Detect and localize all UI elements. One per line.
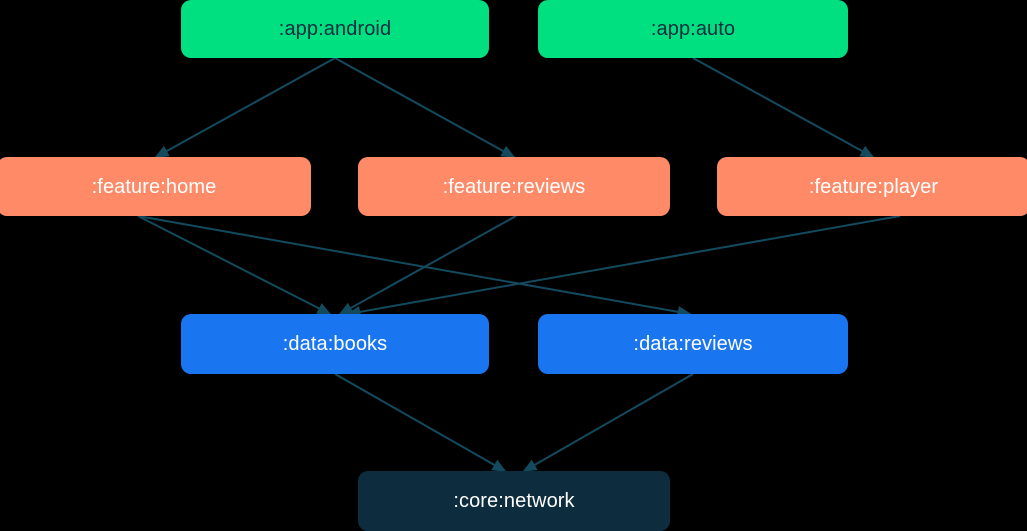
edge-feature-home-to-data-reviews xyxy=(137,215,692,318)
node-label-app-android: :app:android xyxy=(278,18,392,40)
node-feature-reviews[interactable]: :feature:reviews xyxy=(358,157,670,216)
node-app-auto[interactable]: :app:auto xyxy=(538,0,848,58)
node-data-books[interactable]: :data:books xyxy=(181,314,489,374)
node-label-feature-reviews: :feature:reviews xyxy=(442,175,586,198)
node-label-core-network: :core:network xyxy=(453,490,575,512)
edge-app-android-to-feature-reviews xyxy=(334,57,516,158)
edge-feature-player-to-data-books xyxy=(346,215,901,318)
edge-group xyxy=(137,57,901,472)
node-label-feature-home: :feature:home xyxy=(91,175,217,198)
edge-data-reviews-to-core-network xyxy=(522,373,694,472)
node-feature-home[interactable]: :feature:home xyxy=(0,157,311,216)
node-feature-player[interactable]: :feature:player xyxy=(717,157,1027,216)
edge-feature-home-to-data-books xyxy=(137,215,332,315)
edge-app-auto-to-feature-player xyxy=(692,57,875,158)
node-data-reviews[interactable]: :data:reviews xyxy=(538,314,848,374)
edge-data-books-to-core-network xyxy=(334,373,507,472)
node-app-android[interactable]: :app:android xyxy=(181,0,489,58)
node-label-feature-player: :feature:player xyxy=(808,175,939,198)
edge-feature-reviews-to-data-books xyxy=(338,215,517,315)
node-label-app-auto: :app:auto xyxy=(650,18,736,40)
node-label-data-books: :data:books xyxy=(282,333,388,355)
node-core-network[interactable]: :core:network xyxy=(358,471,670,531)
edge-app-android-to-feature-home xyxy=(154,57,336,158)
node-label-data-reviews: :data:reviews xyxy=(633,333,753,355)
